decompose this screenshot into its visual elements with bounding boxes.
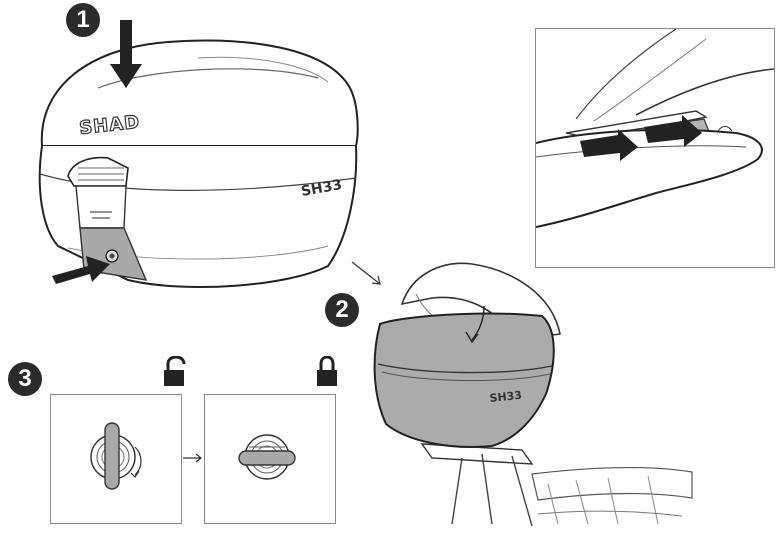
model-label: SH33 — [300, 177, 343, 200]
mounting-detail-panel — [535, 28, 775, 268]
padlock-closed-icon — [317, 356, 337, 386]
locked-key-panel — [204, 394, 336, 524]
unlocked-key-panel — [50, 394, 182, 524]
rotate-to-lock-arrow-icon — [183, 453, 202, 463]
detail-pointer-arrow-icon — [351, 261, 381, 285]
push-lock-arrow-icon — [52, 256, 110, 284]
key-vertical-drawing — [90, 422, 142, 490]
mounting-detail-drawing — [535, 28, 775, 228]
padlock-open-icon — [164, 356, 186, 386]
step-1-badge: 1 — [66, 3, 100, 37]
step-2-badge: 2 — [325, 293, 359, 327]
mounted-case-illustration: SH33 — [373, 262, 693, 527]
model-label-mounted: SH33 — [489, 389, 523, 405]
press-down-arrow-icon — [110, 20, 142, 88]
key-horizontal-drawing — [238, 434, 296, 480]
step-3-badge: 3 — [8, 362, 42, 396]
